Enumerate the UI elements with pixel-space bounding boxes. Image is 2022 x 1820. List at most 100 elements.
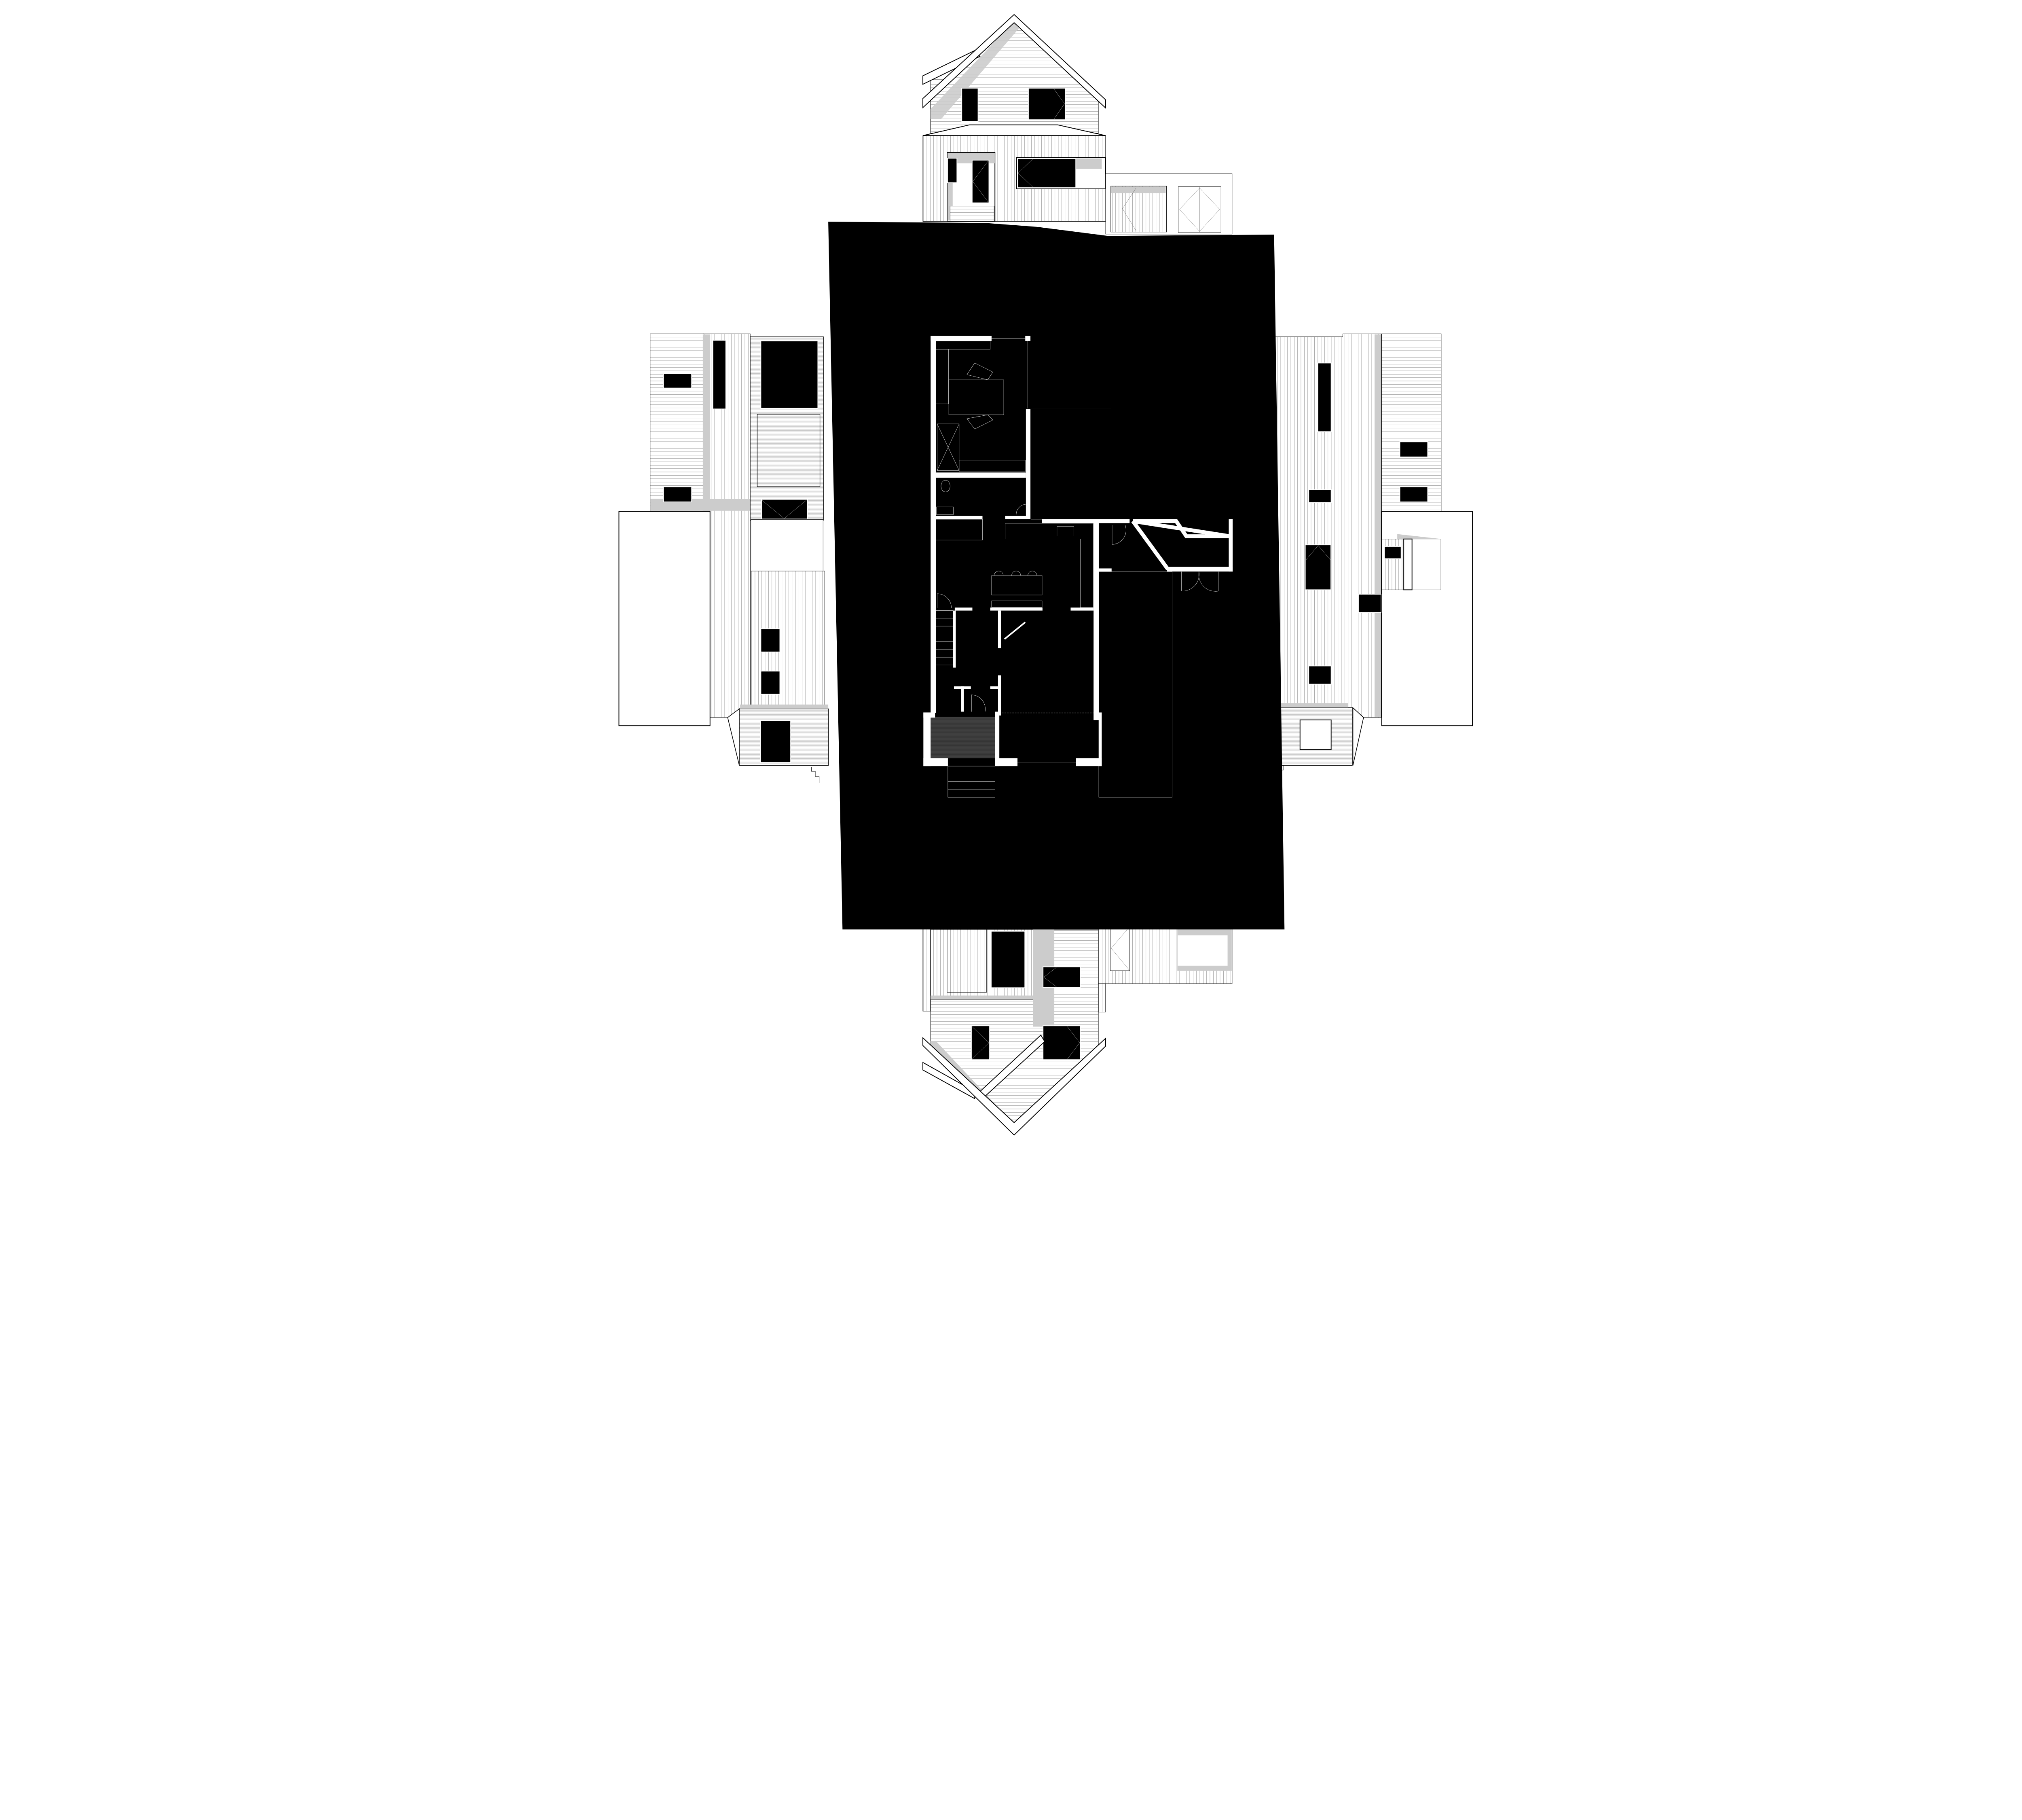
window-left-lower xyxy=(663,486,692,502)
wall xyxy=(998,610,1001,648)
bay-window xyxy=(1384,546,1402,559)
window-upper xyxy=(1308,489,1332,503)
wall xyxy=(998,675,1001,716)
box-shadow xyxy=(1397,534,1442,539)
bay-box-bar xyxy=(1403,538,1413,590)
front-steps xyxy=(948,766,995,798)
storage-bench xyxy=(959,460,1026,472)
band-window xyxy=(761,499,808,520)
garage-door-shadow xyxy=(1111,186,1166,193)
gable-roof xyxy=(922,1037,1106,1136)
porch-shadow xyxy=(740,704,829,709)
wall xyxy=(1026,409,1031,519)
porch-opening xyxy=(1299,720,1332,750)
wall xyxy=(1098,712,1102,766)
wall xyxy=(995,758,1018,766)
rear-addition-shadow xyxy=(931,995,1033,1000)
door-swing xyxy=(971,694,986,712)
counter-side xyxy=(935,349,949,404)
wall xyxy=(1098,519,1130,523)
side-shadow xyxy=(1375,334,1381,717)
wall xyxy=(931,336,992,341)
wall xyxy=(936,516,983,519)
wall xyxy=(1167,567,1233,572)
living-window-glass xyxy=(1017,158,1077,188)
wall xyxy=(936,472,1026,478)
upper-right-block xyxy=(1381,333,1442,512)
kitchen-counter-side xyxy=(1080,539,1093,608)
rear-window-lower-right xyxy=(1043,1025,1081,1060)
window-opening-mark xyxy=(1018,159,1033,188)
elevation-right xyxy=(1269,333,1473,783)
stair xyxy=(935,610,954,665)
tall-window xyxy=(1317,362,1332,432)
large-window xyxy=(760,340,819,409)
gable-shadow xyxy=(931,22,1019,119)
door-swing xyxy=(1181,571,1199,591)
desk-counter xyxy=(935,341,991,350)
window-mid xyxy=(1305,544,1331,590)
door-swing xyxy=(1016,504,1027,515)
door-swing xyxy=(937,593,952,608)
wall xyxy=(990,686,998,689)
wall xyxy=(995,711,1000,766)
upper-window-left xyxy=(961,87,979,122)
wall xyxy=(1076,758,1102,766)
garage-door xyxy=(1110,926,1130,971)
elevation-top xyxy=(922,14,1233,235)
side-strip-left xyxy=(922,925,931,1012)
window-block-upper xyxy=(1399,441,1428,457)
window-opening-mark xyxy=(1043,967,1057,987)
window-opening-mark xyxy=(972,1026,989,1059)
wall xyxy=(1042,519,1094,523)
kitchen-counter-left xyxy=(935,519,983,540)
closet xyxy=(937,423,960,471)
garage-door-panel xyxy=(757,414,821,487)
kitchen-island xyxy=(991,575,1043,595)
porch-shadow xyxy=(1277,703,1348,708)
kitchen-counter xyxy=(1005,523,1093,539)
vanity-sink xyxy=(936,506,954,515)
front-door-glass xyxy=(971,159,990,203)
elevation-bottom xyxy=(922,925,1233,1136)
stool xyxy=(994,571,1004,576)
wall xyxy=(1093,519,1099,720)
stair-treads xyxy=(936,618,954,658)
living-window-shade xyxy=(1076,158,1102,169)
entry-steps xyxy=(950,206,994,222)
window-lower xyxy=(1308,665,1332,685)
window-opening-mark xyxy=(1305,545,1331,560)
entry-porch-deck xyxy=(931,717,995,758)
site-ground-field xyxy=(828,222,1285,930)
chair xyxy=(967,363,993,380)
garage-skylight-inner xyxy=(1178,935,1228,966)
door-opening-mark xyxy=(1122,188,1136,231)
door-leaf-diagonal xyxy=(1004,621,1026,640)
angled-wall-diagonal xyxy=(1131,520,1170,570)
upper-window-right xyxy=(1028,87,1066,121)
wall xyxy=(1025,336,1031,341)
door-swing xyxy=(1112,525,1126,545)
door-opening-mark xyxy=(973,161,989,203)
tall-window xyxy=(712,340,726,410)
plan-with-unfolded-elevations xyxy=(618,14,1473,1136)
white-box xyxy=(751,519,823,571)
closet-x xyxy=(937,423,960,471)
stool xyxy=(1011,571,1021,576)
window-opening-mark xyxy=(1067,1026,1080,1059)
table xyxy=(948,379,1004,415)
wall xyxy=(923,758,948,766)
wall xyxy=(923,712,935,718)
door-opening-mark xyxy=(1111,927,1129,970)
elevation-left xyxy=(618,333,829,783)
angled-wall xyxy=(1132,519,1231,538)
window-left-upper xyxy=(663,373,692,389)
lean-to-roof xyxy=(922,1062,975,1099)
sliding-door-panel xyxy=(947,929,987,993)
side-strip-right xyxy=(1098,983,1106,1013)
wall xyxy=(990,607,1043,611)
wall xyxy=(961,686,964,712)
wall xyxy=(931,336,936,713)
stool xyxy=(1028,571,1037,576)
door-swing xyxy=(1198,571,1219,592)
